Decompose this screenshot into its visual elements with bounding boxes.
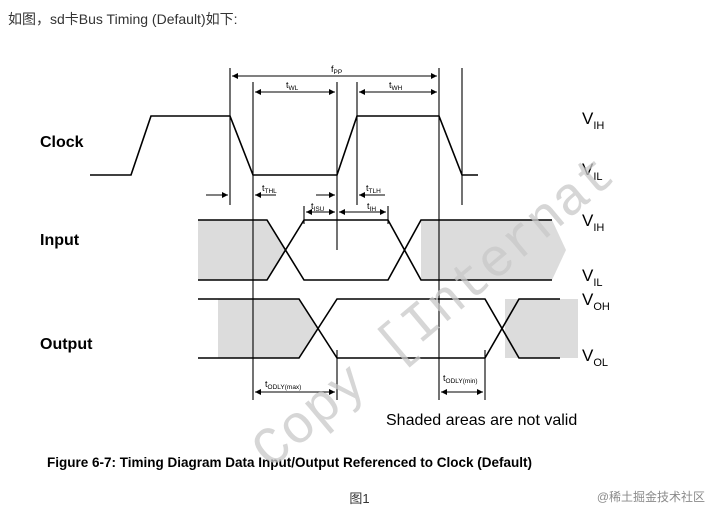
- output-invalid-region-left: [218, 299, 318, 358]
- input-vil-label: VIL: [582, 266, 603, 289]
- figure-title: Figure 6-7: Timing Diagram Data Input/Ou…: [47, 455, 532, 470]
- intro-text: 如图，sd卡Bus Timing (Default)如下:: [8, 11, 238, 27]
- clock-vil-label: VIL: [582, 160, 603, 183]
- ttlh-label: tTLH: [366, 183, 381, 195]
- figure-caption: 图1: [349, 491, 370, 506]
- todly-min-label: tODLY(min): [443, 373, 478, 385]
- output-label: Output: [40, 336, 93, 353]
- output-waveform-top: [198, 298, 560, 359]
- tih-label: tIH: [367, 201, 376, 213]
- input-label: Input: [40, 232, 80, 249]
- input-waveform-top: [198, 219, 552, 281]
- output-voh-label: VOH: [582, 290, 610, 313]
- output-invalid-region-right: [505, 299, 578, 358]
- source-credit: @稀土掘金技术社区: [596, 490, 705, 504]
- reference-lines: [229, 68, 486, 400]
- twh-label: tWH: [389, 80, 403, 92]
- input-invalid-region-left: [198, 220, 286, 280]
- clock-vih-label: VIH: [582, 109, 604, 132]
- input-vih-label: VIH: [582, 211, 604, 234]
- twl-label: tWL: [286, 80, 299, 92]
- output-vol-label: VOL: [582, 346, 608, 369]
- shaded-areas-note: Shaded areas are not valid: [386, 412, 577, 429]
- fpp-label: fPP: [331, 64, 342, 76]
- output-waveform-bottom: [198, 298, 560, 359]
- todly-max-label: tODLY(max): [265, 379, 301, 391]
- input-waveform-bottom: [198, 219, 552, 281]
- tisu-label: tISU: [311, 201, 325, 213]
- clock-waveform: [90, 115, 478, 176]
- tthl-label: tTHL: [262, 183, 277, 195]
- input-invalid-region-right: [421, 220, 566, 280]
- clock-label: Clock: [40, 134, 84, 151]
